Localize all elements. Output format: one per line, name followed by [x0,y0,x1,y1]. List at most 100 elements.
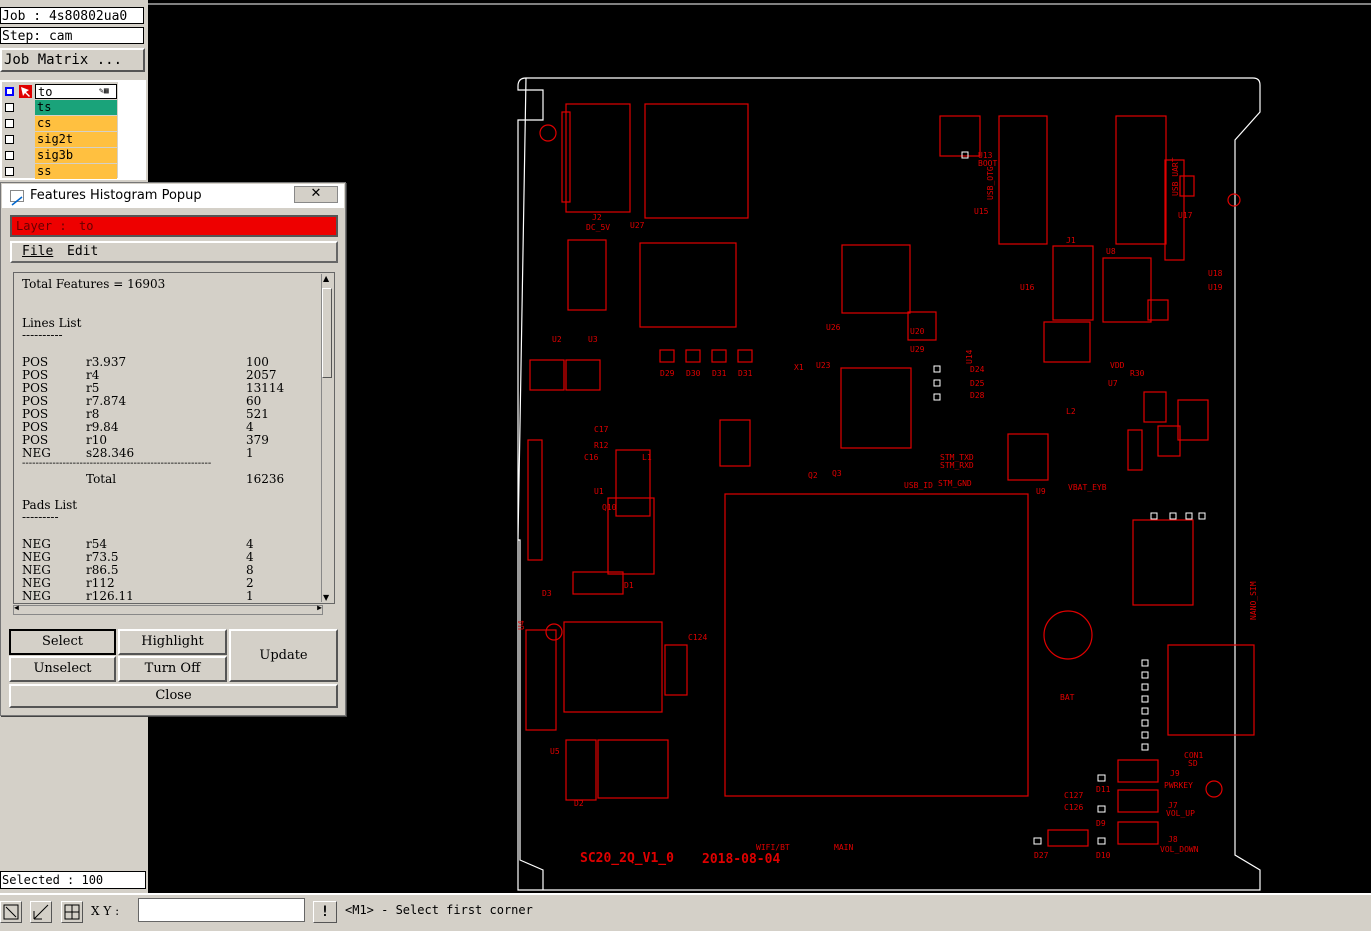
svg-text:C17: C17 [594,425,609,434]
svg-text:D2: D2 [574,799,584,808]
svg-text:J9: J9 [1170,769,1180,778]
lock-icon: ✎▦ [99,86,109,95]
update-button[interactable]: Update [229,629,338,682]
scroll-down-icon[interactable]: ▼ [323,593,330,602]
svg-text:R30: R30 [1130,369,1145,378]
white-pads [933,151,1206,845]
svg-text:USB_UART: USB_UART [1171,157,1180,196]
status-bar: X Y : ! <M1> - Select first corner [0,893,1371,931]
board-canvas[interactable]: DC_5V J2 U27 U2 U3 J1 U8 U17 U13 BOOT US… [148,0,1371,893]
svg-text:VBAT_EYB: VBAT_EYB [1068,483,1107,492]
svg-text:C126: C126 [1064,803,1083,812]
svg-text:L1: L1 [642,453,652,462]
layer-checkbox[interactable] [5,167,14,176]
svg-text:D29: D29 [660,369,675,378]
zoom-tool-icon[interactable] [0,901,22,923]
layer-list: to ✎▦ ts cs sig2t sig3b ss [0,80,120,180]
svg-text:D24: D24 [970,365,985,374]
svg-text:U15: U15 [974,207,989,216]
svg-text:U18: U18 [1208,269,1223,278]
layer-row[interactable]: to ✎▦ [2,84,122,100]
highlight-button[interactable]: Highlight [118,629,227,655]
layer-name: to [35,84,117,99]
svg-text:U29: U29 [910,345,925,354]
layer-row[interactable]: ts [2,100,122,116]
board-title-text: SC20_2Q_V1_0 [580,851,674,866]
histogram-list[interactable]: Total Features = 16903 Lines List ------… [13,272,335,604]
svg-text:WIFI/BT: WIFI/BT [756,843,790,852]
alert-icon[interactable]: ! [313,901,337,923]
unselect-button[interactable]: Unselect [9,656,116,682]
svg-text:CON1: CON1 [1184,751,1203,760]
menu-edit[interactable]: Edit [67,244,99,259]
measure-tool-icon[interactable] [30,901,52,923]
layer-row[interactable]: sig2t [2,132,122,148]
layer-checkbox[interactable] [5,135,14,144]
svg-text:USB_OTG: USB_OTG [986,166,995,200]
svg-text:U17: U17 [1178,211,1193,220]
svg-text:VOL_DOWN: VOL_DOWN [1160,845,1199,854]
layer-row[interactable]: ss [2,164,122,180]
svg-text:SD: SD [1188,759,1198,768]
svg-text:U14: U14 [965,349,974,364]
pcb-layout-graphics[interactable]: DC_5V J2 U27 U2 U3 J1 U8 U17 U13 BOOT US… [148,0,1371,893]
svg-text:U8: U8 [1106,247,1116,256]
layer-checkbox[interactable] [5,119,14,128]
svg-text:U20: U20 [910,327,925,336]
popup-menubar: File Edit [10,241,338,263]
layer-name: ts [35,100,117,115]
layer-name: cs [35,116,117,131]
job-matrix-button[interactable]: Job Matrix ... [0,48,145,72]
svg-text:C124: C124 [688,633,707,642]
scroll-up-icon[interactable]: ▲ [323,274,330,283]
layer-label: Layer : [16,219,67,233]
svg-text:U27: U27 [630,221,645,230]
close-icon[interactable]: ✕ [294,186,338,203]
popup-titlebar[interactable]: Features Histogram Popup ✕ [2,184,344,208]
close-button[interactable]: Close [9,684,338,708]
svg-text:U5: U5 [550,747,560,756]
svg-text:U1: U1 [594,487,604,496]
svg-text:D9: D9 [1096,819,1106,828]
svg-text:D1: D1 [624,581,634,590]
scroll-left-icon[interactable]: ◀ [14,603,19,612]
svg-text:J8: J8 [1168,835,1178,844]
layer-checkbox[interactable] [5,151,14,160]
step-name-field: Step: cam [0,27,144,44]
svg-text:STM_TXD: STM_TXD [940,453,974,462]
silkscreen-shapes [525,103,1255,847]
layer-row[interactable]: sig3b [2,148,122,164]
turn-off-button[interactable]: Turn Off [118,656,227,682]
svg-text:Q10: Q10 [602,503,617,512]
layer-row[interactable]: cs [2,116,122,132]
svg-text:U9: U9 [1036,487,1046,496]
svg-text:D3: D3 [542,589,552,598]
svg-text:VOL_UP: VOL_UP [1166,809,1195,818]
selected-count: Selected : 100 [0,871,146,889]
svg-text:D25: D25 [970,379,985,388]
layer-checkbox[interactable] [5,87,14,96]
svg-text:D27: D27 [1034,851,1049,860]
layer-checkbox[interactable] [5,103,14,112]
layer-value: to [79,219,94,233]
pads-list-title: Pads List [22,498,78,512]
svg-text:D10: D10 [1096,851,1111,860]
grid-snap-icon[interactable] [61,901,83,923]
vertical-scrollbar[interactable]: ▲ ▼ [321,274,333,602]
board-date-text: 2018-08-04 [702,852,780,867]
horizontal-scrollbar[interactable]: ◀ ▶ [13,603,323,615]
svg-text:L2: L2 [1066,407,1076,416]
svg-text:STM_RXD: STM_RXD [940,461,974,470]
svg-text:C16: C16 [584,453,599,462]
layer-name: sig2t [35,132,117,147]
xy-coordinate-input[interactable] [138,898,305,922]
scroll-right-icon[interactable]: ▶ [317,603,322,612]
svg-text:D30: D30 [686,369,701,378]
lines-list-title: Lines List [22,316,82,330]
svg-text:C127: C127 [1064,791,1083,800]
menu-file[interactable]: File [22,244,54,259]
select-button[interactable]: Select [9,629,116,655]
features-histogram-popup: Features Histogram Popup ✕ Layer : to Fi… [0,182,346,716]
svg-text:STM_GND: STM_GND [938,479,972,488]
scroll-thumb[interactable] [322,288,332,378]
